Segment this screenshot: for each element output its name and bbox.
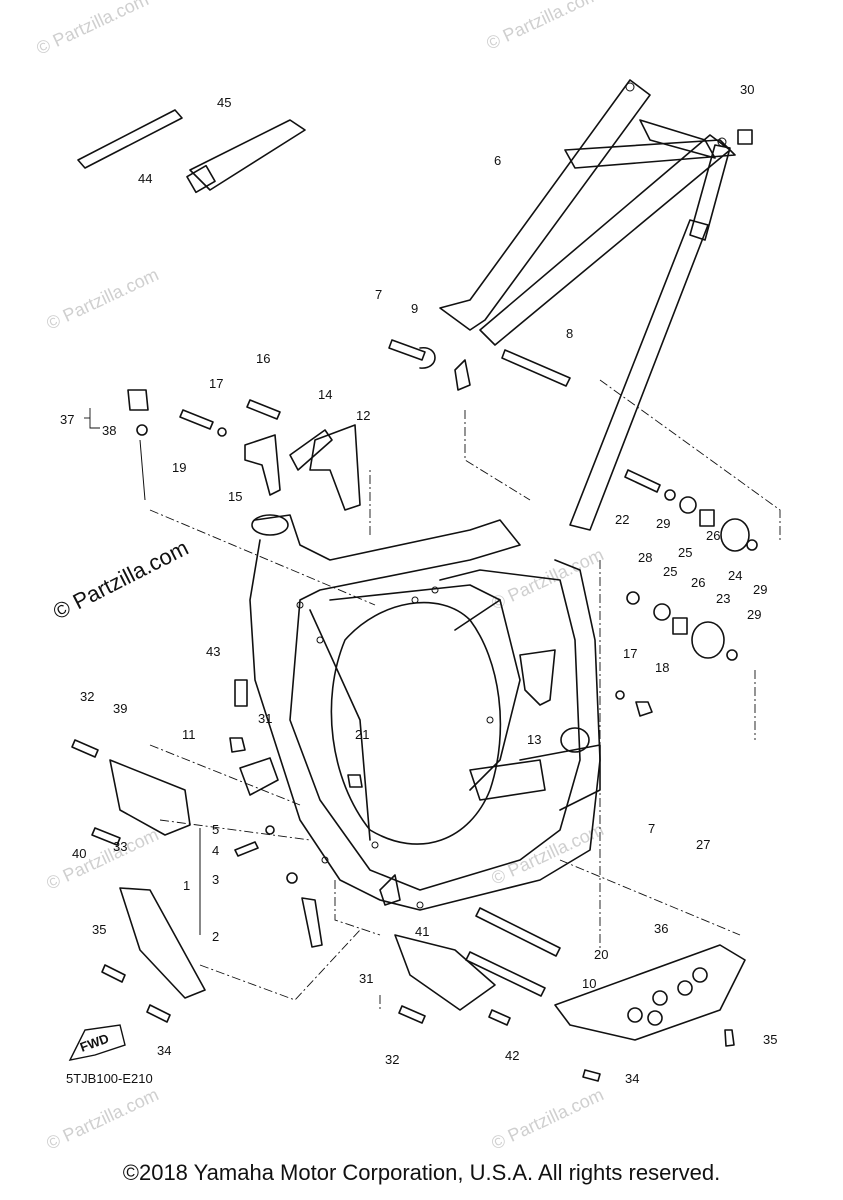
callout-13: 13 (527, 732, 541, 747)
callout-7: 7 (375, 287, 382, 302)
callout-33: 33 (113, 839, 127, 854)
callout-38: 38 (102, 423, 116, 438)
callout-26: 26 (706, 528, 720, 543)
callout-43: 43 (206, 644, 220, 659)
callout-15: 15 (228, 489, 242, 504)
watermark: © Partzilla.com (488, 819, 606, 888)
callout-36: 36 (654, 921, 668, 936)
callout-8: 8 (566, 326, 573, 341)
callout-29: 29 (656, 516, 670, 531)
callout-44: 44 (138, 171, 152, 186)
callout-12: 12 (356, 408, 370, 423)
callout-29: 29 (753, 582, 767, 597)
callout-24: 24 (728, 568, 742, 583)
callout-22: 22 (615, 512, 629, 527)
callout-39: 39 (113, 701, 127, 716)
copyright-notice: ©2018 Yamaha Motor Corporation, U.S.A. A… (122, 1160, 721, 1185)
callout-30: 30 (740, 82, 754, 97)
watermark: © Partzilla.com (483, 0, 601, 54)
callout-40: 40 (72, 846, 86, 861)
watermark: © Partzilla.com (33, 0, 151, 59)
callout-16: 16 (256, 351, 270, 366)
callout-32: 32 (80, 689, 94, 704)
leader-lines (84, 379, 781, 1010)
callout-11: 11 (182, 727, 196, 742)
callout-31: 31 (359, 971, 373, 986)
callout-3: 3 (212, 872, 219, 887)
callout-45: 45 (217, 95, 231, 110)
watermark: © Partzilla.com (488, 1084, 606, 1153)
callout-17: 17 (623, 646, 637, 661)
watermark: © Partzilla.com (43, 824, 161, 893)
watermark: © Partzilla.com (43, 1084, 161, 1153)
callout-34: 34 (625, 1071, 639, 1086)
callout-28: 28 (638, 550, 652, 565)
small-parts (68, 109, 758, 1082)
callout-21: 21 (355, 727, 369, 742)
main-frame (249, 514, 601, 911)
callout-6: 6 (494, 153, 501, 168)
callout-35: 35 (92, 922, 106, 937)
watermark-main: © Partzilla.com (49, 535, 192, 625)
callout-42: 42 (505, 1048, 519, 1063)
callout-27: 27 (696, 837, 710, 852)
callout-4: 4 (212, 843, 219, 858)
callout-23: 23 (716, 591, 730, 606)
callout-41: 41 (415, 924, 429, 939)
callout-25: 25 (678, 545, 692, 560)
callout-25: 25 (663, 564, 677, 579)
callout-14: 14 (318, 387, 332, 402)
callout-31: 31 (258, 711, 272, 726)
callout-1: 1 (183, 878, 190, 893)
callout-7: 7 (648, 821, 655, 836)
callout-37: 37 (60, 412, 74, 427)
callout-29: 29 (747, 607, 761, 622)
rear-subframe (439, 79, 736, 531)
watermark: © Partzilla.com (43, 264, 161, 333)
callout-20: 20 (594, 947, 608, 962)
callout-18: 18 (655, 660, 669, 675)
callout-17: 17 (209, 376, 223, 391)
callout-9: 9 (411, 301, 418, 316)
callout-10: 10 (582, 976, 596, 991)
callout-5: 5 (212, 822, 219, 837)
callout-32: 32 (385, 1052, 399, 1067)
callout-19: 19 (172, 460, 186, 475)
callout-26: 26 (691, 575, 705, 590)
callout-2: 2 (212, 929, 219, 944)
diagram-code: 5TJB100-E210 (66, 1071, 153, 1086)
callout-35: 35 (763, 1032, 777, 1047)
callout-34: 34 (157, 1043, 171, 1058)
callout-labels: 1 2 3 4 5 6 7 7 8 9 10 11 12 13 14 15 16… (60, 82, 777, 1086)
